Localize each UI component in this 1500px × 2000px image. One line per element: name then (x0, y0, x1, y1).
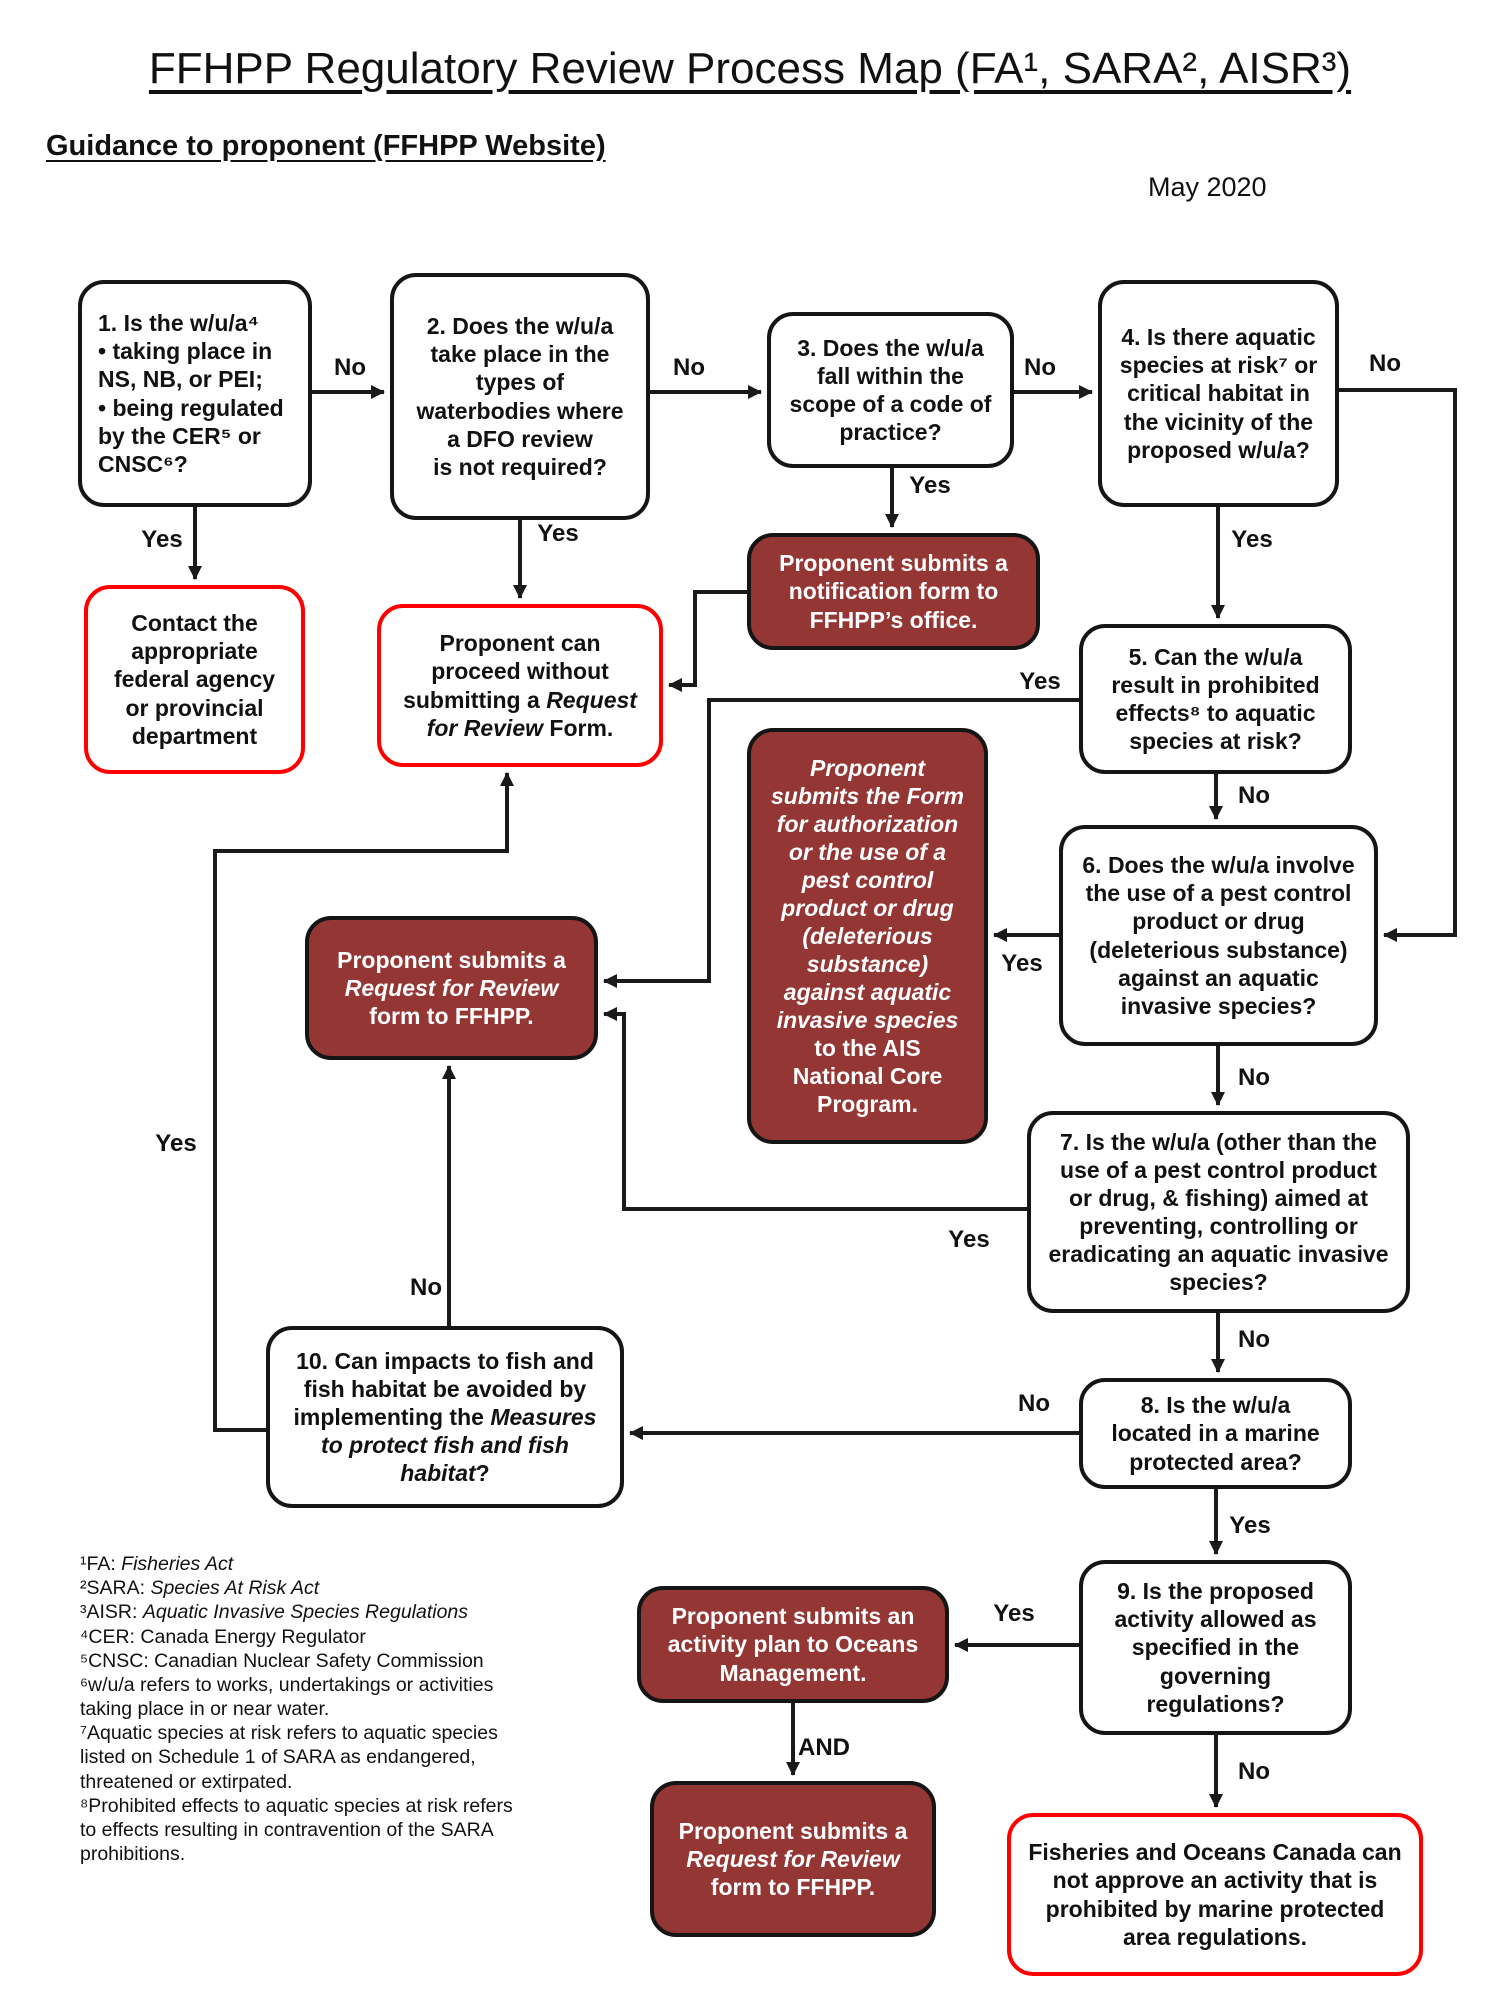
edge-label-q10-no: No (410, 1274, 442, 1301)
node-submit-activity-plan-text: Proponent submits an activity plan to Oc… (667, 1603, 919, 1686)
node-submit-request-for-review-2-text: Proponent submits a Request for Review f… (678, 1817, 908, 1901)
node-submit-ais-authorization-form: Proponent submits the Form for authoriza… (747, 728, 988, 1144)
footnote-6: ⁶w/u/a refers to works, undertakings or … (80, 1673, 494, 1721)
node-q10-text: 10. Can impacts to fish and fish habitat… (293, 1347, 597, 1487)
edge-label-q7-no: No (1238, 1326, 1270, 1353)
footnote-1: ¹FA: Fisheries Act (80, 1553, 234, 1575)
footnote-3: ³AISR: Aquatic Invasive Species Regulati… (80, 1601, 469, 1624)
node-q7-text: 7. Is the w/u/a (other than the use of a… (1048, 1128, 1389, 1296)
footnote-7: ⁷Aquatic species at risk refers to aquat… (80, 1722, 498, 1793)
node-q9-text: 9. Is the proposed activity allowed as s… (1114, 1578, 1317, 1717)
edge-label-q2-no: No (673, 354, 705, 381)
footnote-8: ⁸Prohibited effects to aquatic species a… (80, 1794, 513, 1866)
edge-label-q8-yes: Yes (1229, 1512, 1271, 1539)
edge-label-q4-no: No (1369, 350, 1401, 377)
node-contact-agency-text: Contact the appropriate federal agency o… (113, 610, 276, 749)
node-submit-request-for-review: Proponent submits a Request for Review f… (305, 916, 598, 1060)
node-q3-code-of-practice: 3. Does the w/u/a fall within the scope … (767, 312, 1014, 468)
edge-label-q5-yes: Yes (1019, 668, 1061, 695)
node-q1-region-regulator: 1. Is the w/u/a⁴ • taking place in NS, N… (78, 280, 312, 507)
node-q7-ais-prevention: 7. Is the w/u/a (other than the use of a… (1027, 1111, 1410, 1313)
edge-label-q6-no: No (1238, 1064, 1270, 1091)
edge-label-q6-yes: Yes (1001, 950, 1043, 977)
arrow-q5-to-request1 (603, 698, 1079, 988)
edge-label-q3-no: No (1024, 354, 1056, 381)
node-submit-notification-form: Proponent submits a notification form to… (747, 533, 1040, 650)
node-submit-notification-form-text: Proponent submits a notification form to… (779, 550, 1008, 633)
node-dfo-cannot-approve-text: Fisheries and Oceans Canada can not appr… (1028, 1839, 1402, 1950)
page-subtitle: Guidance to proponent (FFHPP Website) (46, 130, 606, 162)
edge-label-q1-no: No (334, 354, 366, 381)
node-q1-text: 1. Is the w/u/a⁴ • taking place in NS, N… (98, 310, 284, 477)
arrow-q10-to-proceed (213, 772, 514, 1432)
node-q8-text: 8. Is the w/u/a located in a marine prot… (1111, 1392, 1320, 1475)
footnotes: ¹FA: Fisheries Act ²SARA: Species At Ris… (80, 1552, 528, 1866)
node-q2-waterbody-type: 2. Does the w/u/a take place in the type… (390, 273, 650, 520)
node-q5-prohibited-effects: 5. Can the w/u/a result in prohibited ef… (1079, 624, 1352, 774)
edge-label-q8-no: No (1018, 1390, 1050, 1417)
edge-label-q1-yes: Yes (141, 526, 183, 553)
edge-label-q4-yes: Yes (1231, 526, 1273, 553)
arrow-q7-to-request1 (603, 1007, 1027, 1211)
node-q10-impacts-avoided: 10. Can impacts to fish and fish habitat… (266, 1326, 624, 1508)
node-q6-pest-control-ais: 6. Does the w/u/a involve the use of a p… (1059, 825, 1378, 1046)
node-submit-request-for-review-text: Proponent submits a Request for Review f… (337, 946, 566, 1030)
node-q4-species-at-risk: 4. Is there aquatic species at risk⁷ or … (1098, 280, 1339, 507)
footnote-4: ⁴CER: Canada Energy Regulator (80, 1625, 366, 1648)
node-proceed-without-review-text: Proponent can proceed without submitting… (403, 630, 637, 741)
node-q9-activity-allowed: 9. Is the proposed activity allowed as s… (1079, 1560, 1352, 1735)
node-q3-text: 3. Does the w/u/a fall within the scope … (789, 334, 992, 446)
edge-label-q7-yes: Yes (948, 1226, 990, 1253)
node-submit-request-for-review-2: Proponent submits a Request for Review f… (650, 1781, 936, 1937)
node-q8-marine-protected-area: 8. Is the w/u/a located in a marine prot… (1079, 1378, 1352, 1489)
node-q5-text: 5. Can the w/u/a result in prohibited ef… (1111, 643, 1320, 755)
edge-label-q10-yes: Yes (155, 1130, 197, 1157)
edge-label-q9-no: No (1238, 1758, 1270, 1785)
edge-label-q3-yes: Yes (909, 472, 951, 499)
edge-label-q9-yes: Yes (993, 1600, 1035, 1627)
arrow-notify-to-proceed (668, 590, 747, 692)
edge-label-q5-no: No (1238, 782, 1270, 809)
node-q6-text: 6. Does the w/u/a involve the use of a p… (1082, 852, 1355, 1019)
node-contact-agency: Contact the appropriate federal agency o… (84, 585, 305, 774)
edge-label-q2-yes: Yes (537, 520, 579, 547)
node-q4-text: 4. Is there aquatic species at risk⁷ or … (1119, 324, 1318, 463)
edge-label-and: AND (798, 1734, 850, 1761)
page-title: FFHPP Regulatory Review Process Map (FA¹… (148, 44, 1352, 93)
node-submit-activity-plan: Proponent submits an activity plan to Oc… (637, 1586, 949, 1703)
arrow-q4-to-q6 (1339, 388, 1457, 942)
footnote-2: ²SARA: Species At Risk Act (80, 1577, 320, 1600)
footnote-5: ⁵CNSC: Canadian Nuclear Safety Commissio… (80, 1649, 484, 1672)
node-dfo-cannot-approve: Fisheries and Oceans Canada can not appr… (1007, 1813, 1423, 1976)
node-submit-ais-authorization-form-text: Proponent submits the Form for authoriza… (771, 754, 964, 1118)
node-q2-text: 2. Does the w/u/a take place in the type… (416, 313, 624, 480)
node-proceed-without-review: Proponent can proceed without submitting… (377, 604, 663, 767)
date-label: May 2020 (1148, 172, 1267, 202)
